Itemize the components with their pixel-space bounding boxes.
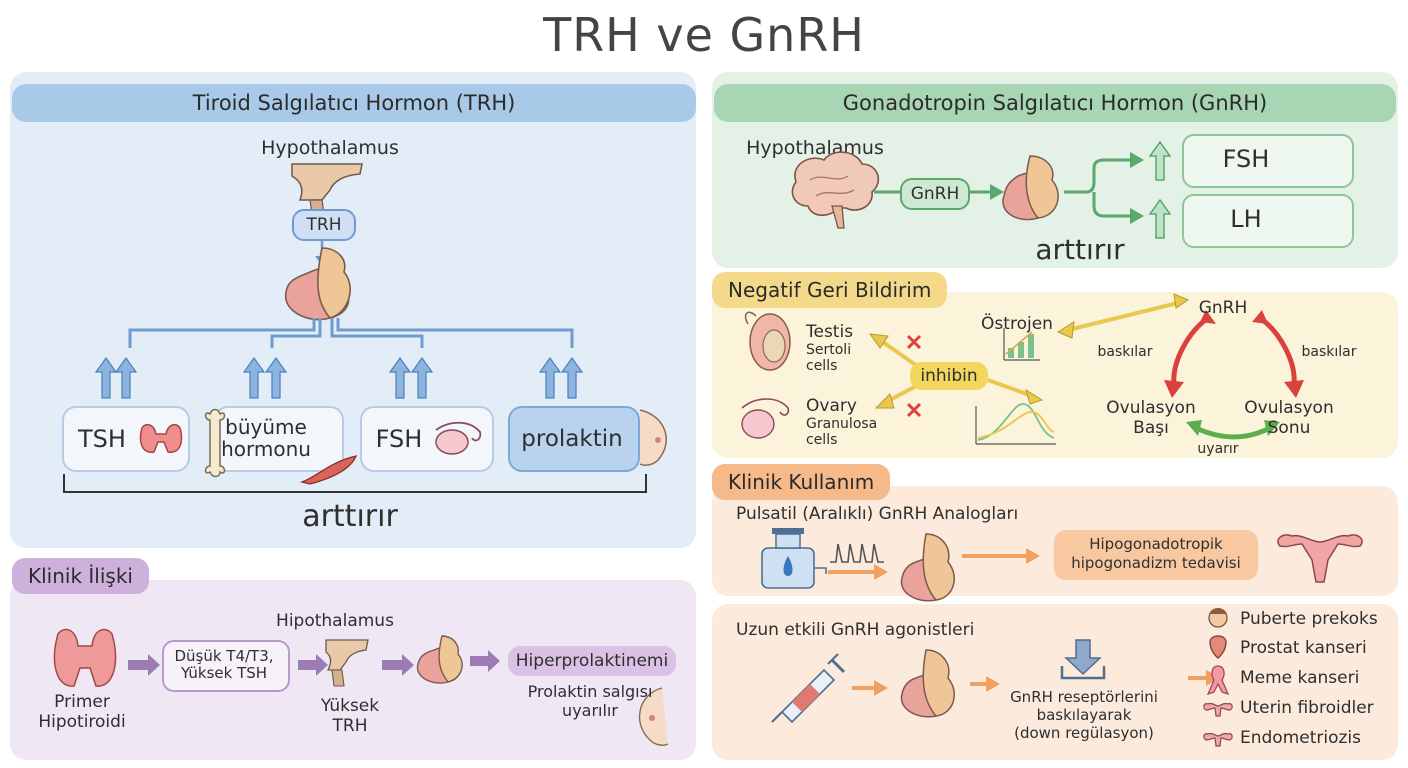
indication-prostat: Prostat kanseri [1240, 638, 1367, 658]
granulosa-cells-label: Granulosa cells [806, 416, 878, 448]
sertoli-cells-label: Sertoli cells [806, 342, 852, 374]
prostate-icon [1209, 635, 1227, 659]
tsh-label: TSH [78, 425, 126, 453]
growth-hormone-label: büyüme hormonu [221, 415, 311, 461]
long-acting-title: Uzun etkili GnRH agonistleri [736, 620, 975, 640]
brain-icon [791, 151, 880, 229]
ovary-label: Ovary [806, 396, 857, 416]
gnrh-header: Gonadotropin Salgılatıcı Hormon (GnRH) [714, 84, 1396, 122]
hiperprolaktinemi-box [508, 646, 676, 676]
syringe-icon [771, 653, 846, 724]
trh-header: Tiroid Salgılatıcı Hormon (TRH) [12, 84, 696, 122]
ovary-icon [435, 421, 482, 455]
testis-icon [744, 311, 791, 371]
gnrh-effect-label: arttırır [1035, 233, 1125, 266]
lab-findings-label: Düşük T4/T3, Yüksek TSH [174, 647, 274, 682]
growth-hormone-box [214, 406, 344, 472]
suppress-right-label: baskılar [1301, 344, 1357, 360]
clinic-header: Klinik Kullanım [712, 464, 891, 500]
gnrh-feedback-label: GnRH [1198, 298, 1248, 318]
hypothalamus-icon [291, 163, 363, 201]
trh-diagram [63, 163, 647, 493]
fsh-gnrh-label: FSH [1222, 145, 1270, 173]
mechanism-label: GnRH reseptörlerini baskılayarak (down r… [1010, 688, 1158, 742]
uterus-fibroid-icon [1203, 702, 1233, 717]
hypothalamus-small-icon [325, 639, 369, 687]
trh-hormone-tag: TRH [292, 209, 356, 241]
hipothalamus-label: Hipothalamus [276, 611, 394, 631]
indication-puberte: Puberte prekoks [1240, 609, 1378, 629]
ovulation-end-label: Ovulasyon Sonu [1244, 398, 1334, 438]
thyroid-icon [139, 423, 183, 453]
inhibin-label: inhibin [920, 366, 978, 386]
hormone-curve-icon [975, 403, 1056, 445]
pulsatile-diagram [761, 528, 1363, 602]
uterus-icon [1277, 534, 1363, 583]
page-title: TRH ve GnRH [543, 8, 865, 62]
lh-gnrh-label: LH [1230, 205, 1262, 233]
breast-small-icon [638, 687, 669, 746]
thyroid-gland-icon [53, 628, 117, 687]
stimulates-label: uyarır [1197, 441, 1239, 457]
ribbon-icon [1206, 665, 1230, 696]
pulsatile-title: Pulsatil (Aralıklı) GnRH Analogları [736, 504, 1019, 524]
cross-mark-icon [906, 334, 922, 418]
down-arrow-icon [1060, 639, 1106, 680]
inhibin-box [910, 362, 988, 390]
hiperprolaktinemi-label: Hiperprolaktinemi [515, 651, 669, 671]
fsh-gnrh-box [1182, 134, 1354, 188]
pulsatile-result-label: Hipogonadotropik hipogonadizm tedavisi [1071, 535, 1241, 572]
prolactin-stimulated-label: Prolaktin salgısı uyarılır [527, 682, 653, 720]
lh-gnrh-box [1182, 194, 1354, 248]
muscle-icon [299, 455, 358, 485]
bar-trend-icon [1003, 328, 1040, 361]
pituitary-gnrh-icon [1002, 155, 1059, 221]
testis-label: Testis [806, 322, 854, 342]
pituitary-agonist-icon [900, 649, 955, 718]
ovulation-start-label: Ovulasyon Başı [1106, 398, 1196, 438]
relation-diagram [53, 628, 669, 746]
ostrojen-label: Östrojen [981, 314, 1053, 334]
feedback-panel [712, 292, 1398, 458]
pituitary-small-icon [416, 635, 463, 684]
indication-endometriozis: Endometriozis [1240, 728, 1362, 748]
yuksek-trh-label: Yüksek TRH [320, 696, 380, 736]
pituitary-icon [284, 247, 351, 321]
fsh-label: FSH [375, 425, 423, 453]
uterus-endometriosis-icon [1203, 732, 1233, 747]
bone-icon [204, 408, 226, 478]
prolactin-box [508, 406, 640, 472]
long-acting-diagram [771, 608, 1233, 747]
pump-icon [761, 528, 827, 589]
fsh-box [360, 406, 494, 472]
ovary-feedback-icon [741, 398, 790, 439]
trh-hypothalamus-label: Hypothalamus [261, 137, 399, 159]
indication-meme: Meme kanseri [1240, 668, 1360, 688]
pituitary-pulsatile-icon [900, 533, 955, 602]
prolactin-label: prolaktin [521, 426, 623, 452]
pulsatile-result-box [1054, 530, 1258, 580]
indication-fibroid: Uterin fibroidler [1240, 698, 1374, 718]
gnrh-hormone-tag: GnRH [900, 178, 970, 210]
suppress-left-label: baskılar [1097, 344, 1153, 360]
child-face-icon [1208, 608, 1228, 628]
trh-effect-label: arttırır [302, 499, 398, 534]
feedback-diagram [741, 293, 1304, 445]
breast-icon [639, 409, 667, 466]
primer-hipotiroidi-label: Primer Hipotiroidi [38, 692, 126, 732]
feedback-header: Negatif Geri Bildirim [712, 272, 948, 308]
lab-findings-box [162, 640, 290, 692]
relation-header: Klinik İlişki [12, 558, 149, 594]
